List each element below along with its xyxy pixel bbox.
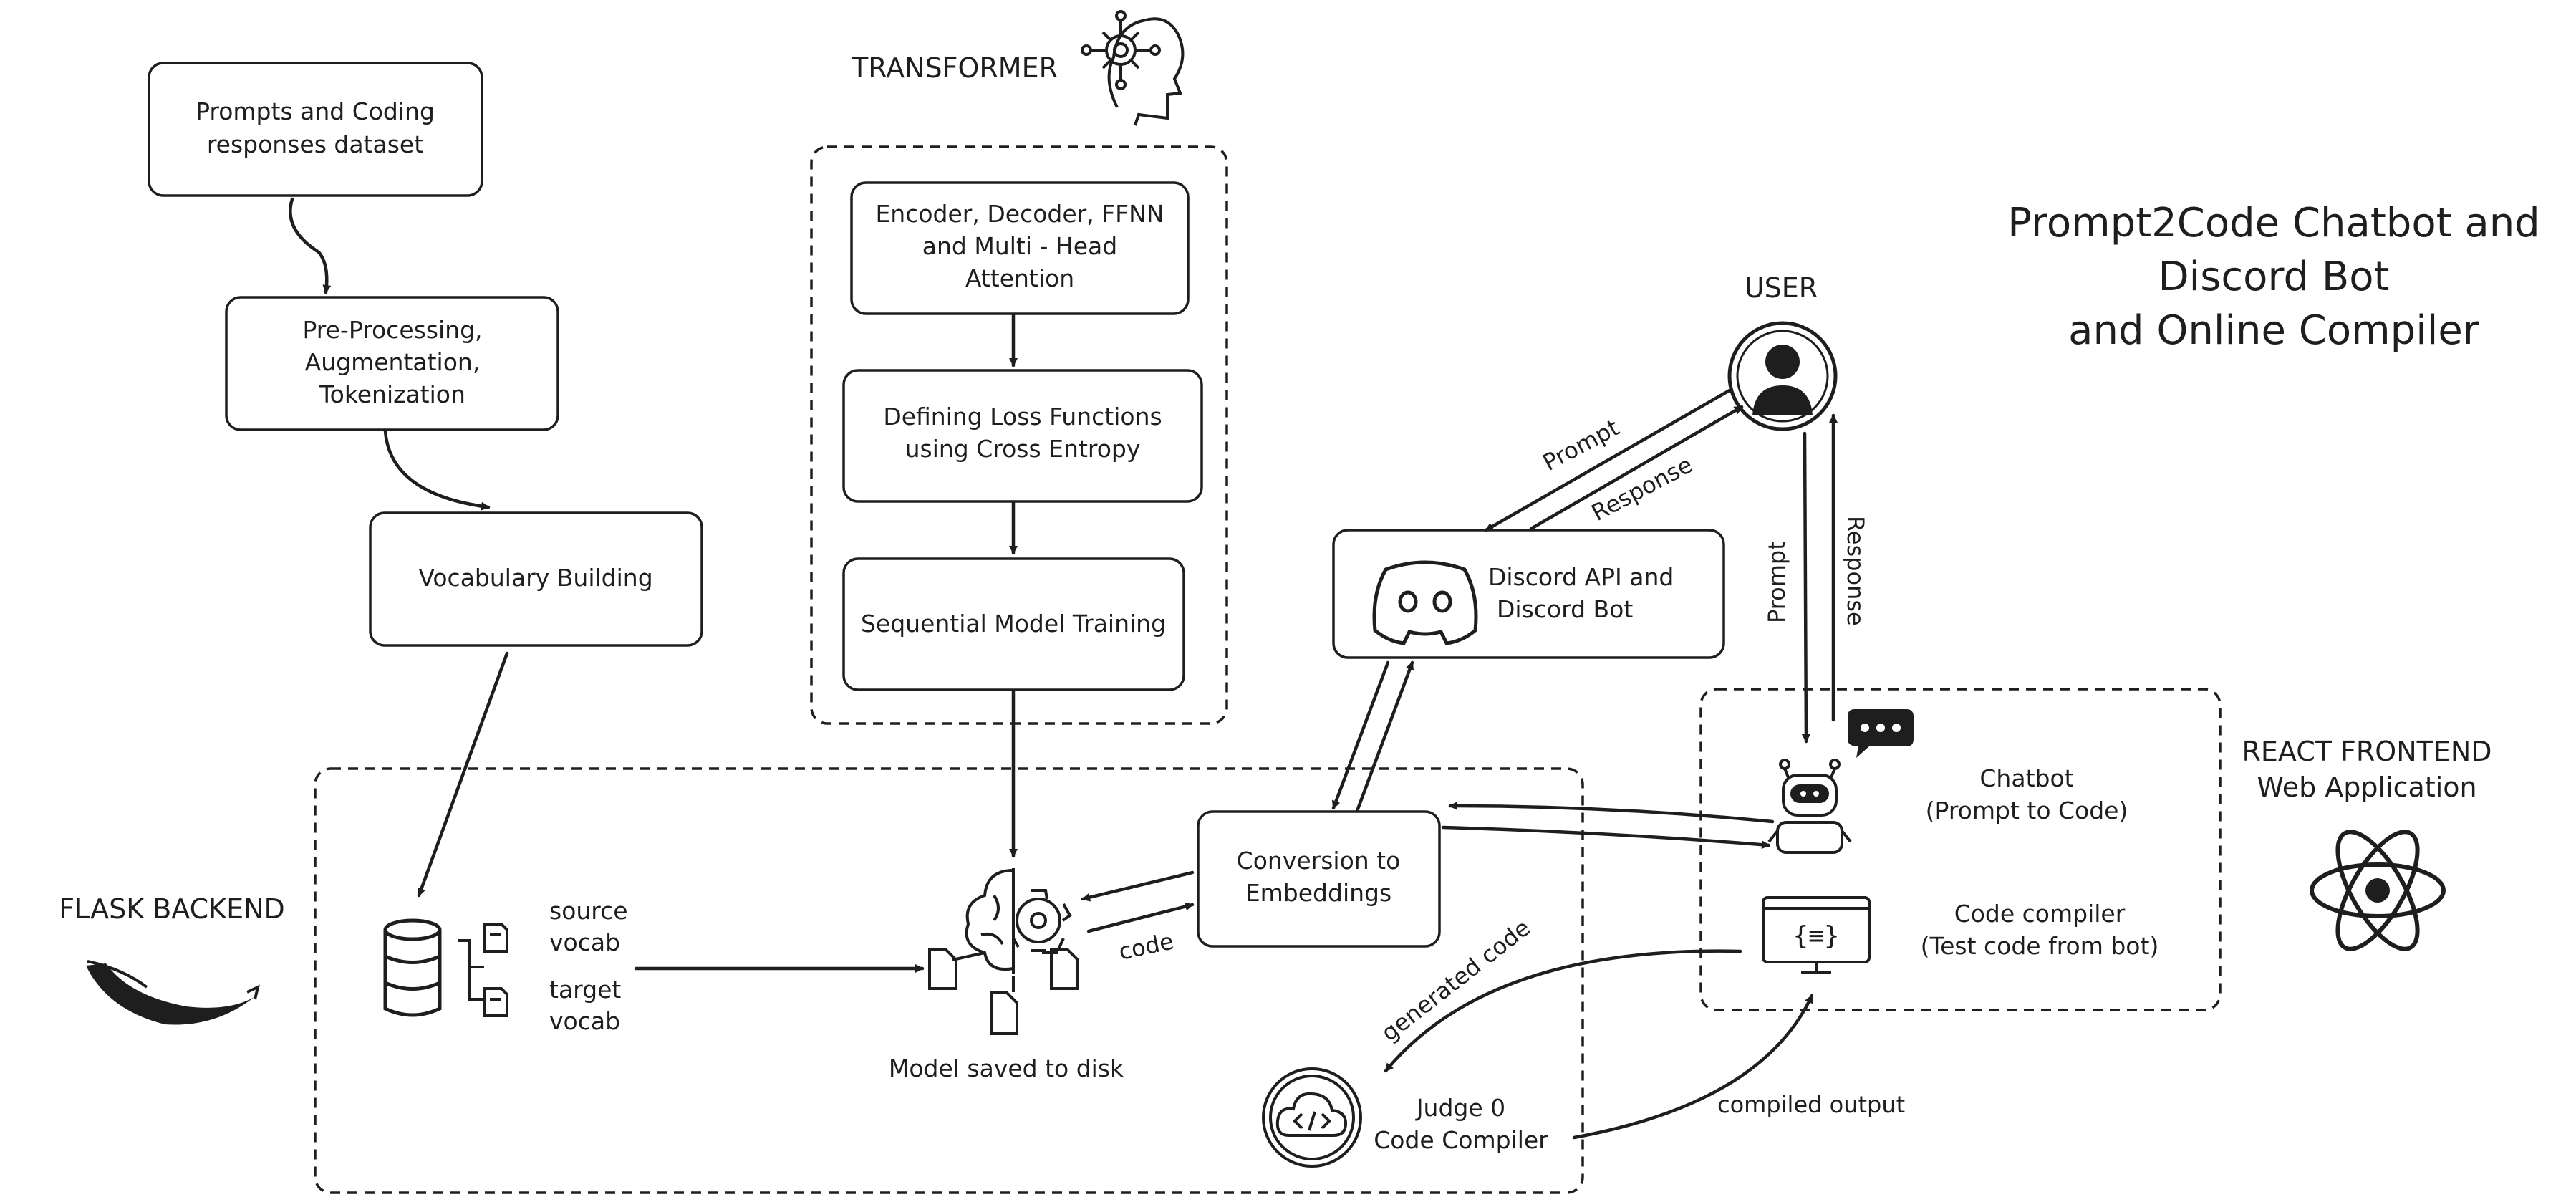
compiled-output-edge-label: compiled output bbox=[1717, 1091, 1905, 1118]
svg-text:Tokenization: Tokenization bbox=[319, 380, 465, 408]
svg-text:using Cross Entropy: using Cross Entropy bbox=[905, 435, 1141, 463]
judge0-label: Judge 0 Code Compiler bbox=[1374, 1094, 1548, 1154]
arrow-preprocess-to-vocab bbox=[383, 429, 491, 511]
user-label: USER bbox=[1745, 272, 1818, 304]
model-saved-label: Model saved to disk bbox=[889, 1054, 1124, 1082]
file-tree-icon bbox=[458, 923, 508, 1017]
svg-text:Prompts and Coding: Prompts and Coding bbox=[196, 97, 435, 125]
code-edge-label: code bbox=[1116, 928, 1176, 966]
prompt-chatbot-edge-label: Prompt bbox=[1763, 541, 1790, 623]
arrow-embeddings-to-discord bbox=[1355, 660, 1414, 813]
arrow-discord-to-embeddings bbox=[1331, 660, 1390, 810]
source-vocab-label: source vocab bbox=[549, 897, 628, 956]
file-icon bbox=[928, 948, 1079, 1035]
svg-text:Discord Bot: Discord Bot bbox=[1497, 595, 1633, 623]
arrow-user-to-discord bbox=[1484, 388, 1732, 532]
react-frontend-label: REACT FRONTEND bbox=[2242, 736, 2491, 767]
response-chatbot-edge-label: Response bbox=[1842, 516, 1869, 626]
arrow-chatbot-to-embeddings bbox=[1448, 802, 1775, 824]
target-vocab-label: target vocab bbox=[549, 976, 621, 1035]
react-frontend-container bbox=[1699, 688, 2222, 1011]
svg-text:Pre-Processing,: Pre-Processing, bbox=[302, 316, 482, 344]
svg-text:Defining Loss Functions: Defining Loss Functions bbox=[883, 403, 1162, 431]
encoder-decoder-node: Encoder, Decoder, FFNN and Multi - Head … bbox=[850, 181, 1190, 315]
transformer-brain-icon bbox=[1081, 10, 1185, 126]
vocabulary-building-node: Vocabulary Building bbox=[369, 511, 703, 647]
arrow-embeddings-to-chatbot bbox=[1441, 825, 1771, 850]
svg-text:Vocabulary Building: Vocabulary Building bbox=[418, 564, 652, 592]
svg-text:Chatbot: Chatbot bbox=[1979, 764, 2073, 792]
svg-text:vocab: vocab bbox=[549, 928, 620, 956]
svg-text:Discord Bot: Discord Bot bbox=[2158, 254, 2390, 300]
dataset-node: Prompts and Coding responses dataset bbox=[148, 62, 483, 197]
model-training-node: Sequential Model Training bbox=[842, 557, 1185, 691]
preprocessing-node: Pre-Processing, Augmentation, Tokenizati… bbox=[225, 296, 559, 431]
svg-text:Augmentation,: Augmentation, bbox=[305, 348, 481, 376]
svg-text:target: target bbox=[549, 976, 621, 1004]
arrow-judge-to-compiler bbox=[1572, 994, 1814, 1140]
arrow-user-to-chatbot bbox=[1801, 431, 1810, 744]
chatbot-robot-icon bbox=[1767, 759, 1852, 854]
flask-horn-icon bbox=[86, 960, 260, 1025]
svg-text:Sequential Model Training: Sequential Model Training bbox=[861, 610, 1166, 638]
svg-text:Judge 0: Judge 0 bbox=[1415, 1094, 1505, 1122]
svg-text:Attention: Attention bbox=[965, 264, 1074, 292]
brain-gear-icon bbox=[965, 868, 1072, 974]
arrow-dataset-to-preprocess bbox=[289, 197, 332, 294]
react-atom-icon bbox=[2310, 830, 2446, 951]
database-icon bbox=[383, 918, 442, 1017]
svg-text:Discord API and: Discord API and bbox=[1488, 563, 1674, 591]
chat-bubble-icon bbox=[1848, 709, 1914, 758]
arrow-vocab-to-database bbox=[417, 651, 509, 898]
discord-icon bbox=[1372, 560, 1478, 645]
svg-text:and Online Compiler: and Online Compiler bbox=[2068, 307, 2480, 354]
arrow-discord-to-user bbox=[1529, 405, 1744, 531]
transformer-label: TRANSFORMER bbox=[851, 52, 1058, 84]
embeddings-node: Conversion to Embeddings bbox=[1197, 810, 1441, 948]
transformer-container bbox=[810, 145, 1228, 725]
svg-text:Code Compiler: Code Compiler bbox=[1374, 1126, 1548, 1154]
chatbot-label: Chatbot (Prompt to Code) bbox=[1926, 764, 2128, 825]
code-window-icon: {≡} bbox=[1762, 896, 1871, 974]
svg-text:source: source bbox=[549, 897, 628, 925]
arrow-embeddings-to-model bbox=[1081, 870, 1195, 902]
arrow-model-to-embeddings bbox=[1086, 902, 1195, 933]
prompt-discord-edge-label: Prompt bbox=[1538, 414, 1624, 476]
svg-text:Embeddings: Embeddings bbox=[1245, 879, 1391, 907]
web-application-label: Web Application bbox=[2257, 771, 2476, 803]
svg-text:and Multi - Head: and Multi - Head bbox=[922, 232, 1117, 260]
arrow-compiler-to-judge bbox=[1384, 949, 1742, 1073]
user-icon bbox=[1727, 321, 1838, 431]
svg-text:responses dataset: responses dataset bbox=[207, 130, 423, 158]
svg-text:Encoder, Decoder, FFNN: Encoder, Decoder, FFNN bbox=[875, 200, 1164, 228]
code-compiler-label: Code compiler (Test code from bot) bbox=[1921, 900, 2159, 960]
svg-text:Prompt2Code Chatbot and: Prompt2Code Chatbot and bbox=[2007, 200, 2539, 246]
svg-text:(Prompt to Code): (Prompt to Code) bbox=[1926, 797, 2128, 825]
svg-text:{≡}: {≡} bbox=[1793, 921, 1839, 951]
flask-backend-label: FLASK BACKEND bbox=[59, 893, 285, 925]
diagram-title: Prompt2Code Chatbot and Discord Bot and … bbox=[2007, 200, 2539, 354]
loss-function-node: Defining Loss Functions using Cross Entr… bbox=[842, 369, 1203, 503]
svg-text:Code compiler: Code compiler bbox=[1954, 900, 2126, 928]
svg-text:(Test code from bot): (Test code from bot) bbox=[1921, 932, 2159, 960]
svg-text:vocab: vocab bbox=[549, 1007, 620, 1035]
svg-text:Conversion to: Conversion to bbox=[1237, 847, 1401, 875]
flask-backend-container bbox=[314, 767, 1584, 1194]
cloud-code-icon bbox=[1262, 1067, 1362, 1168]
